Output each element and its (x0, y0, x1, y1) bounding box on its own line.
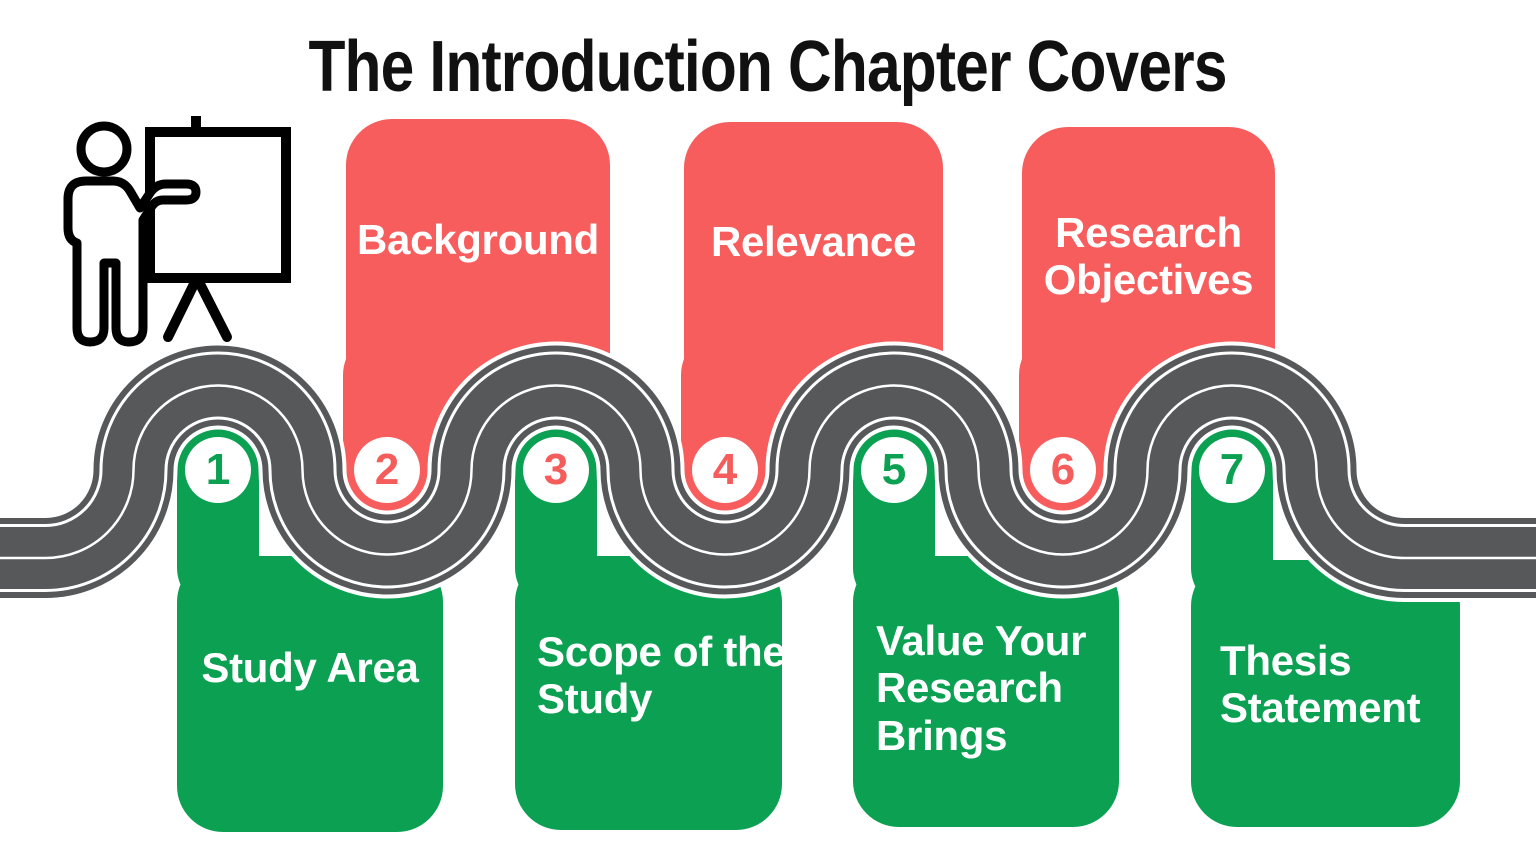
card-thesis-body (1191, 560, 1460, 827)
step-label-1: Study Area (201, 644, 419, 691)
card-study-area-body (177, 556, 443, 832)
step-label-7: Thesis Statement (1220, 637, 1421, 732)
whiteboard-board (145, 127, 291, 283)
step-number-5: 5 (881, 445, 907, 494)
step-number-1: 1 (205, 445, 231, 494)
step-label-3: Scope of the Study (537, 628, 786, 723)
step-number-4: 4 (712, 445, 738, 494)
presenter-body (63, 176, 201, 347)
step-disc-3 (523, 437, 589, 503)
whiteboard-tripod-legs (163, 275, 232, 342)
card-value-body (853, 556, 1119, 827)
step-number-2: 2 (374, 445, 400, 494)
step-number-discs (185, 437, 1265, 503)
step-label-5: Value Your Research Brings (876, 617, 1087, 759)
whiteboard-mast (191, 116, 201, 136)
step-disc-1 (185, 437, 251, 503)
step-disc-6 (1030, 437, 1096, 503)
step-disc-4 (692, 437, 758, 503)
step-label-4: Relevance (710, 218, 917, 265)
winding-road (0, 341, 1536, 602)
step-number-7: 7 (1219, 445, 1245, 494)
step-disc-2 (354, 437, 420, 503)
page-title: The Introduction Chapter Covers (0, 26, 1536, 108)
step-number-3: 3 (543, 445, 569, 494)
page-title-text: The Introduction Chapter Covers (308, 27, 1228, 107)
step-label-2: Background (356, 216, 600, 263)
step-disc-7 (1199, 437, 1265, 503)
step-number-6: 6 (1050, 445, 1076, 494)
presenter-head (76, 121, 132, 177)
road-center-line (0, 384, 1536, 560)
step-disc-5 (861, 437, 927, 503)
card-scope-body (515, 556, 782, 830)
step-label-6: Research Objectives (1043, 209, 1254, 304)
presenter-at-whiteboard-icon (63, 116, 291, 347)
